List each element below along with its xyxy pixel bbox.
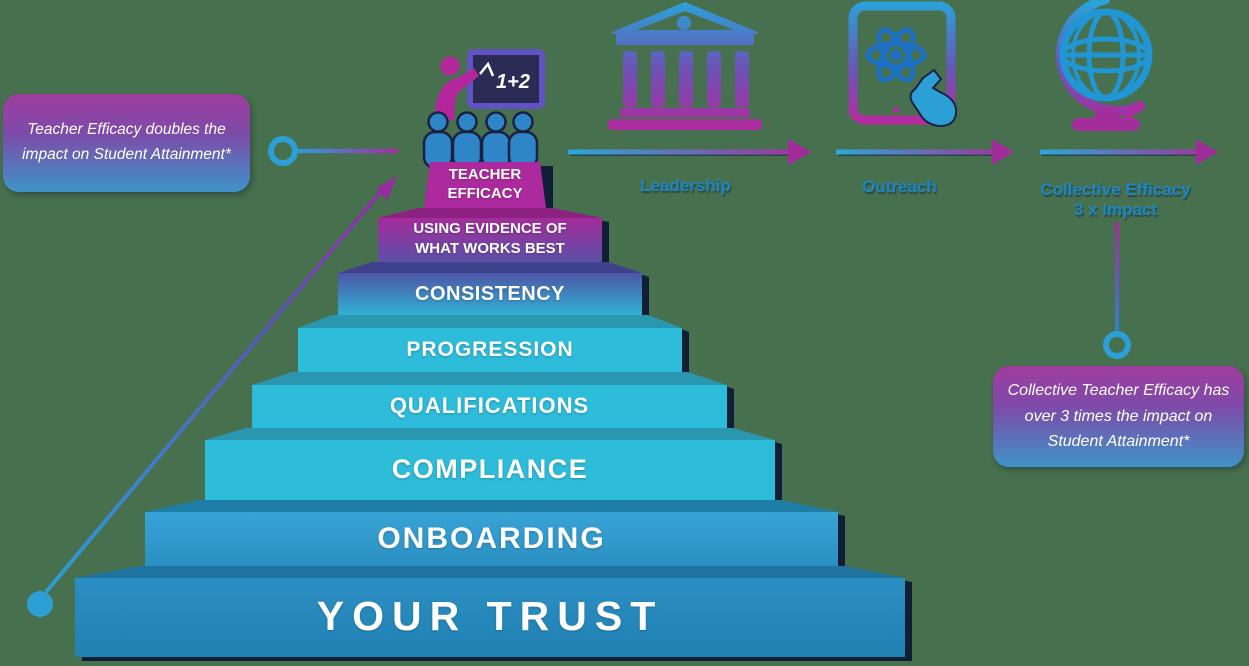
flow-label-collective-line1: Collective Efficacy bbox=[1040, 180, 1191, 199]
step-label-teacher-efficacy: TEACHER EFFICACY bbox=[447, 165, 523, 203]
step-label-using-evidence: USING EVIDENCE OF WHAT WORKS BEST bbox=[413, 220, 567, 257]
callout-teacher-efficacy: Teacher Efficacy doubles the impact on S… bbox=[3, 94, 250, 192]
step-qualifications-face bbox=[252, 385, 727, 428]
blackboard-text: 1+2 bbox=[496, 71, 530, 93]
connector-ring bbox=[1103, 331, 1131, 359]
teacher-classroom-icon: 1+2 bbox=[422, 49, 546, 208]
callout-teacher-efficacy-text: Teacher Efficacy doubles the impact on S… bbox=[22, 121, 231, 163]
step-label-your-trust: YOUR TRUST bbox=[316, 593, 664, 640]
step-label-consistency: CONSISTENCY bbox=[415, 282, 565, 305]
teacher-figure bbox=[434, 56, 479, 120]
step-consistency-face bbox=[338, 273, 642, 315]
flow-label-outreach: Outreach bbox=[862, 177, 937, 196]
flow-label-collective-line2: 3 x Impact bbox=[1073, 199, 1158, 219]
left-callout-connector bbox=[268, 136, 398, 166]
flow-arrowhead-3 bbox=[1196, 139, 1218, 165]
staircase bbox=[75, 208, 905, 657]
growth-arrow-dot bbox=[27, 591, 53, 617]
step-label-compliance: COMPLIANCE bbox=[391, 453, 589, 484]
callout-collective-efficacy: Collective Teacher Efficacy has over 3 t… bbox=[993, 366, 1244, 467]
step-label-onboarding: ONBOARDING bbox=[377, 522, 606, 555]
growth-arrow bbox=[27, 176, 397, 617]
flow-arrows bbox=[568, 139, 1218, 165]
step-onboarding-top bbox=[145, 500, 838, 512]
globe-sphere bbox=[1059, 8, 1153, 102]
step-consistency-top bbox=[338, 262, 642, 273]
right-callout-connector bbox=[1103, 222, 1131, 359]
growth-arrowhead bbox=[375, 176, 397, 201]
step-label-progression: PROGRESSION bbox=[406, 337, 574, 361]
atom-icon bbox=[865, 27, 927, 83]
step-using-evidence-face bbox=[378, 218, 602, 262]
step-onboarding-face bbox=[145, 512, 838, 566]
step-compliance-face bbox=[205, 440, 775, 500]
step-qualifications-top bbox=[252, 372, 727, 385]
institution-icon bbox=[608, 2, 762, 130]
step-teacher-efficacy-face bbox=[424, 162, 546, 208]
step-label-qualifications: QUALIFICATIONS bbox=[389, 392, 590, 418]
tablet-home-button bbox=[893, 107, 899, 113]
callout-collective-efficacy-text: Collective Teacher Efficacy has over 3 t… bbox=[1007, 382, 1230, 451]
step-compliance-top bbox=[205, 428, 775, 440]
flow-label-collective-efficacy: Collective Efficacy 3 x Impact bbox=[1018, 180, 1213, 219]
blackboard-chalk-mark bbox=[479, 61, 495, 77]
connector-ring bbox=[268, 136, 298, 166]
flow-label-leadership: Leadership bbox=[640, 176, 731, 195]
flow-arrowhead-1 bbox=[788, 139, 812, 165]
students-group bbox=[422, 111, 539, 170]
step-progression-top bbox=[298, 315, 682, 328]
flow-arrowhead-2 bbox=[992, 139, 1014, 165]
desk-globe-icon bbox=[1056, 0, 1153, 131]
tablet-atom-icon bbox=[848, 1, 958, 128]
step-using-evidence-top bbox=[378, 208, 602, 218]
step-progression-face bbox=[298, 328, 682, 372]
tablet-frame bbox=[848, 1, 956, 125]
globe-base bbox=[1072, 108, 1140, 131]
step-your-trust-top bbox=[75, 566, 905, 578]
pointing-hand-icon bbox=[909, 68, 958, 128]
step-your-trust-face bbox=[75, 578, 905, 657]
